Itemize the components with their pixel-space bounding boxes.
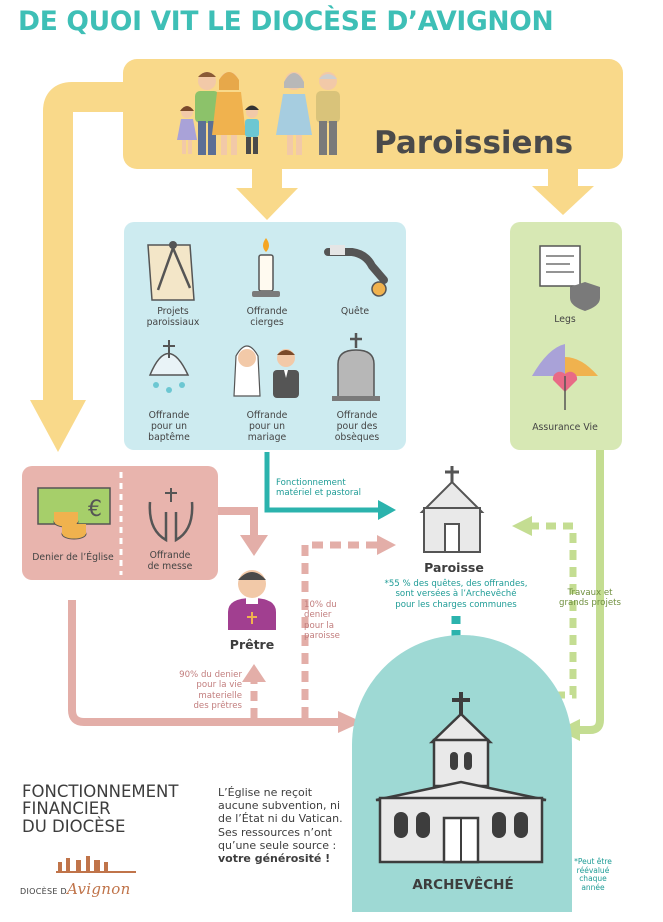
label-quete: Quête	[340, 306, 370, 317]
paroisse-note: *55 % des quêtes, des offrandes,sont ver…	[384, 579, 528, 610]
cathedral-icon	[375, 692, 547, 864]
legacy-box	[510, 222, 622, 450]
shell-icon	[148, 340, 190, 393]
arrow-10-paroisse	[301, 541, 378, 718]
tombstone-icon	[332, 333, 380, 401]
arrowhead-green	[532, 186, 594, 215]
arrow-denier-archeveche	[68, 600, 340, 726]
paroisse-label: Paroisse	[424, 560, 484, 575]
gifts-box	[124, 222, 406, 450]
label-legs: Legs	[554, 314, 576, 325]
paroissiens-label: Paroissiens	[374, 125, 574, 161]
page-title: DE QUOI VIT LE DIOCÈSE D’AVIGNON	[18, 6, 554, 37]
church-icon	[419, 466, 485, 553]
grandparents-icon	[276, 72, 340, 155]
svg-text:€: €	[88, 497, 102, 522]
arrow-to-denier	[43, 82, 123, 400]
logo-skyline	[56, 856, 136, 873]
coin-hand-icon	[324, 245, 388, 297]
priest-icon	[228, 570, 276, 630]
money-icon: €	[37, 487, 111, 540]
arrowhead-gifts	[236, 188, 298, 220]
arrow-messe-pretre	[218, 507, 258, 536]
family-icon	[177, 72, 259, 155]
document-shield-icon	[539, 245, 600, 311]
pretre-label: Prêtre	[229, 637, 275, 652]
label-denier: Denier de l’Église	[32, 552, 114, 563]
arrowhead-denier	[30, 400, 86, 452]
archeveche-label: ARCHEVÊCHÉ	[412, 877, 514, 893]
umbrella-heart-icon	[532, 344, 598, 410]
diocese-logo: DIOCÈSE DAvignon	[20, 880, 131, 898]
label-assurance-vie: Assurance Vie	[532, 422, 598, 433]
eglise-statement: L’Église ne reçoit aucune subvention, ni…	[218, 786, 343, 865]
candle-icon	[252, 238, 280, 297]
arrow-fonctionnement	[264, 452, 380, 513]
wedding-couple-icon	[233, 345, 299, 398]
praying-hands-icon	[148, 488, 194, 543]
map-compass-icon	[147, 241, 195, 301]
